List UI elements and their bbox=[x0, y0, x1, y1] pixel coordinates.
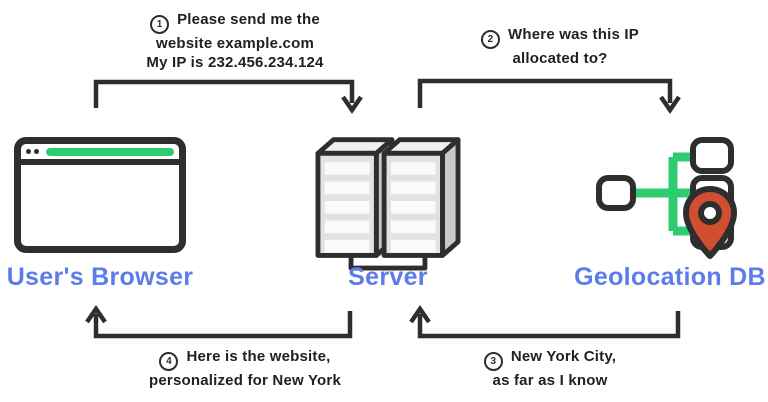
step-2-line-2: allocated to? bbox=[512, 50, 608, 67]
browser-window-icon bbox=[14, 137, 186, 253]
address-bar bbox=[46, 147, 174, 156]
step-4-line-2: personalized for New York bbox=[149, 372, 341, 389]
server-towers-icon bbox=[315, 137, 461, 271]
map-pin-icon bbox=[683, 186, 737, 259]
browser-title-bar bbox=[21, 144, 179, 165]
step-1-line-3: My IP is 232.456.234.124 bbox=[146, 54, 324, 71]
server-label: Server bbox=[348, 263, 428, 291]
browser-dot-icon bbox=[34, 149, 39, 154]
step-2-number-icon: 2 bbox=[481, 30, 501, 49]
step-4-number-icon: 4 bbox=[159, 352, 179, 371]
step-1-line-2: website example.com bbox=[155, 35, 315, 52]
step-1-number-icon: 1 bbox=[150, 15, 170, 34]
step-3-line-2: as far as I know bbox=[492, 372, 608, 389]
geodb-label: Geolocation DB bbox=[574, 263, 766, 291]
geolocation-tree-icon bbox=[596, 137, 737, 259]
browser-label: User's Browser bbox=[6, 263, 194, 291]
tree-node-left bbox=[596, 175, 636, 211]
browser-dot-icon bbox=[26, 149, 31, 154]
tree-node-top bbox=[690, 137, 734, 174]
step-3-number-icon: 3 bbox=[483, 352, 503, 371]
